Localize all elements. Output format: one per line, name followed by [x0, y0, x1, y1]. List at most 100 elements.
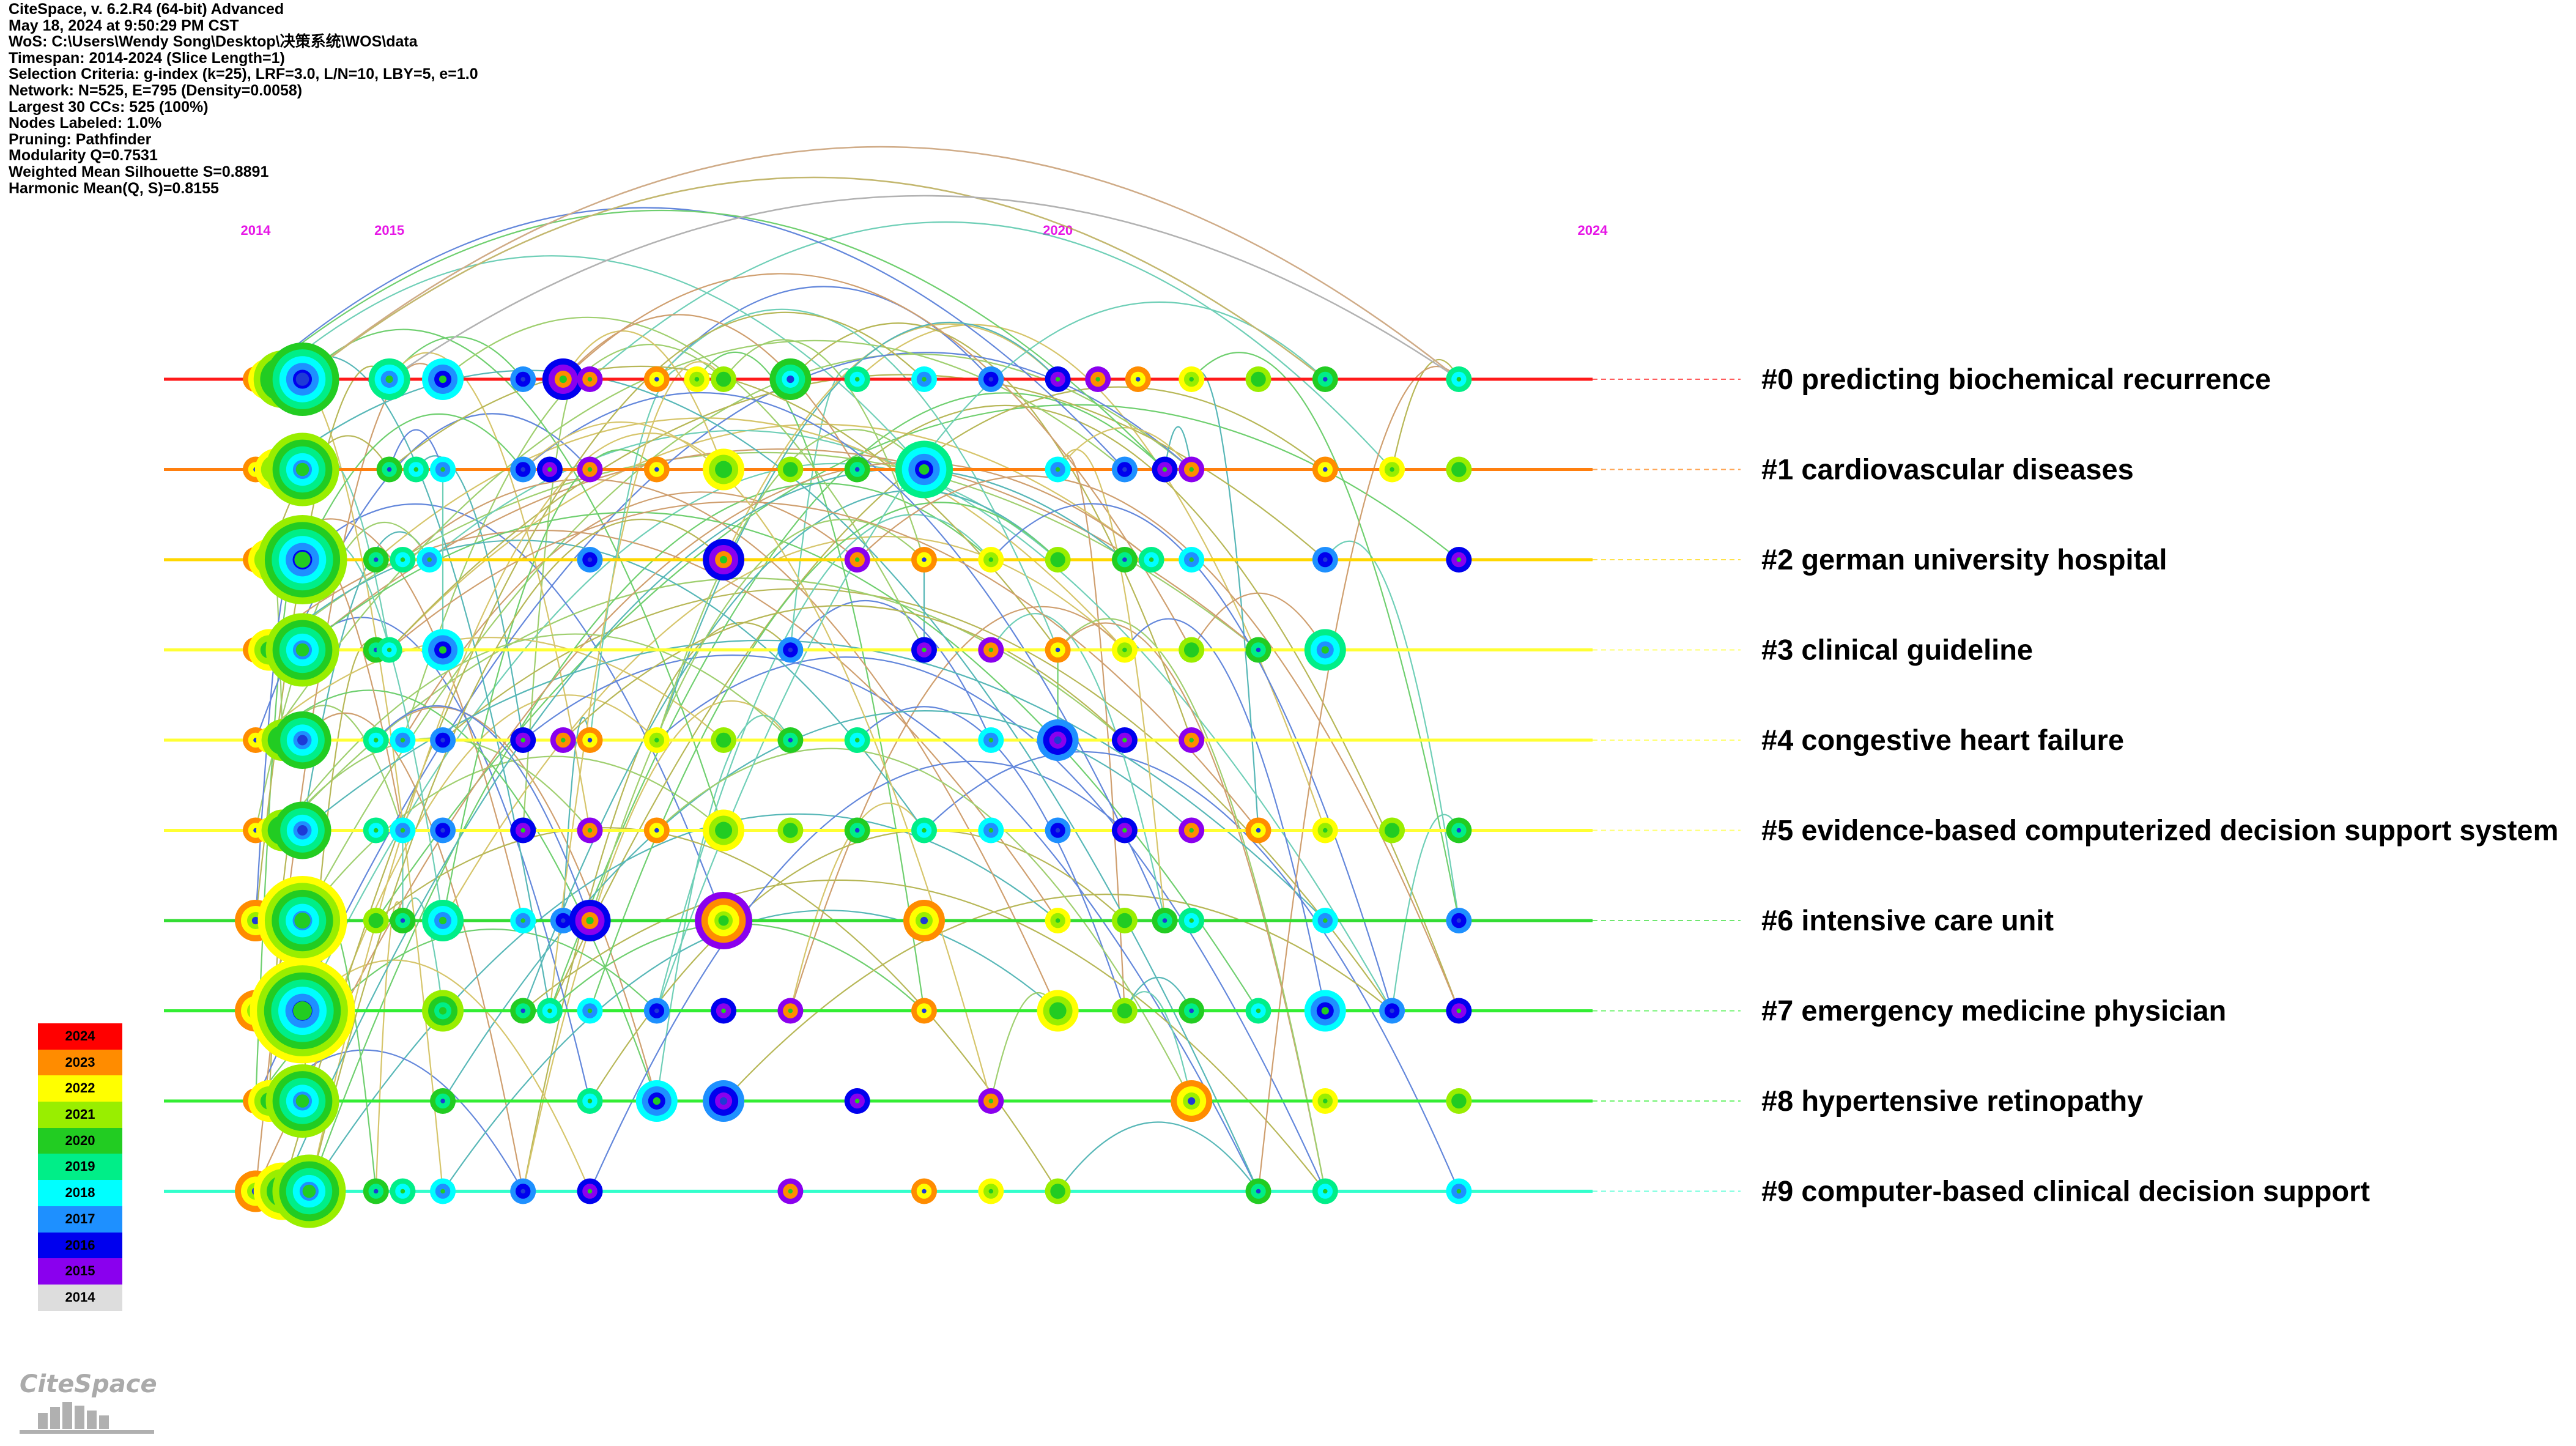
logo-bars-icon [20, 1402, 154, 1434]
node-core [1149, 557, 1154, 562]
cluster-node [844, 456, 870, 483]
cluster-node [844, 547, 870, 573]
node-core [561, 918, 566, 923]
cluster-label-6: #6 intensive care unit [1761, 904, 2054, 936]
citation-arc [522, 370, 591, 831]
citation-arc [442, 710, 1192, 1102]
cluster-node [363, 727, 389, 753]
citation-arc [1057, 1121, 1259, 1192]
node-core [373, 918, 379, 923]
citation-arc [268, 689, 657, 1102]
citation-arc [923, 751, 1460, 1192]
node-core [293, 1001, 312, 1020]
cluster-node [577, 1178, 603, 1204]
node-core [1055, 1188, 1060, 1194]
node-core [1095, 377, 1100, 382]
cluster-node [363, 547, 389, 573]
node-core [854, 377, 860, 382]
node-core [1055, 467, 1060, 472]
citation-arc [402, 897, 444, 1011]
cluster-node [1446, 998, 1472, 1024]
cluster-node [1312, 1088, 1338, 1114]
cluster-node [1179, 727, 1205, 753]
cluster-node [550, 908, 576, 933]
node-core [1054, 736, 1062, 744]
citation-arc [388, 195, 1460, 380]
cluster-node [1045, 456, 1071, 483]
cluster-node [403, 456, 429, 483]
citation-arc [1257, 366, 1460, 1192]
cluster-node [273, 711, 331, 769]
cluster-node [643, 817, 670, 844]
node-core [1122, 467, 1127, 472]
info-line: WoS: C:\Users\Wendy Song\Desktop\决策系统\WO… [9, 33, 418, 51]
cluster-node [250, 958, 355, 1064]
node-core [1256, 828, 1261, 833]
citation-arc [302, 413, 524, 560]
node-core [988, 828, 994, 833]
node-core [988, 377, 994, 382]
cluster-node [577, 817, 603, 844]
citation-arc [308, 518, 724, 1192]
citation-arc [255, 209, 1166, 470]
node-core [1456, 377, 1462, 382]
cluster-node [510, 908, 536, 933]
node-core [1456, 557, 1462, 562]
node-core [1189, 557, 1194, 562]
node-core [400, 557, 405, 562]
cluster-label-5: #5 evidence-based computerized decision … [1761, 814, 2558, 847]
info-line: Selection Criteria: g-index (k=25), LRF=… [9, 65, 478, 83]
logo-text: CiteSpace [20, 1370, 157, 1398]
citation-arc [790, 368, 858, 650]
node-core [587, 1188, 593, 1194]
cluster-node [978, 547, 1004, 573]
citation-arc [563, 273, 1193, 651]
node-core [1055, 828, 1060, 833]
node-core [988, 1099, 994, 1103]
node-core [919, 464, 930, 475]
citation-arc [308, 432, 724, 1192]
node-core [547, 1008, 552, 1014]
citation-arc [589, 519, 925, 921]
citation-arc [442, 449, 657, 921]
citation-arc [656, 747, 1193, 1102]
node-core [1456, 918, 1462, 923]
cluster-node [257, 515, 347, 604]
node-core [694, 377, 700, 382]
node-core [721, 1008, 726, 1014]
citation-arc [302, 617, 591, 1102]
cluster-node [1045, 817, 1071, 844]
legend-year-2016: 2016 [38, 1232, 122, 1259]
node-core [587, 467, 593, 472]
citation-arc [522, 879, 1326, 1192]
cluster-node [769, 358, 812, 400]
cluster-node [1245, 637, 1271, 663]
cluster-node [390, 908, 416, 933]
cluster-node [911, 366, 937, 392]
node-core [654, 377, 659, 382]
cluster-node [542, 358, 584, 400]
cluster-node [643, 456, 670, 483]
citation-arc [990, 613, 1166, 921]
cluster-node [1037, 719, 1079, 761]
cluster-node [703, 1080, 745, 1122]
info-line: Modularity Q=0.7531 [9, 147, 158, 165]
citation-arc [281, 311, 925, 1192]
cluster-node [1045, 908, 1071, 933]
node-core [654, 1008, 659, 1014]
cluster-node [1446, 908, 1472, 933]
node-core [295, 1094, 309, 1108]
cluster-node [510, 366, 536, 392]
cluster-node [1304, 990, 1346, 1032]
node-core [1323, 828, 1328, 833]
citation-arc [302, 511, 1259, 1012]
cluster-row-9: #9 computer-based clinical decision supp… [164, 1154, 2370, 1228]
cluster-node [430, 1088, 456, 1114]
cluster-node [844, 817, 870, 844]
node-core [718, 915, 729, 926]
cluster-node [1245, 1178, 1271, 1204]
node-core [854, 1099, 860, 1103]
citation-arc [790, 599, 992, 741]
citation-arc [302, 755, 724, 921]
